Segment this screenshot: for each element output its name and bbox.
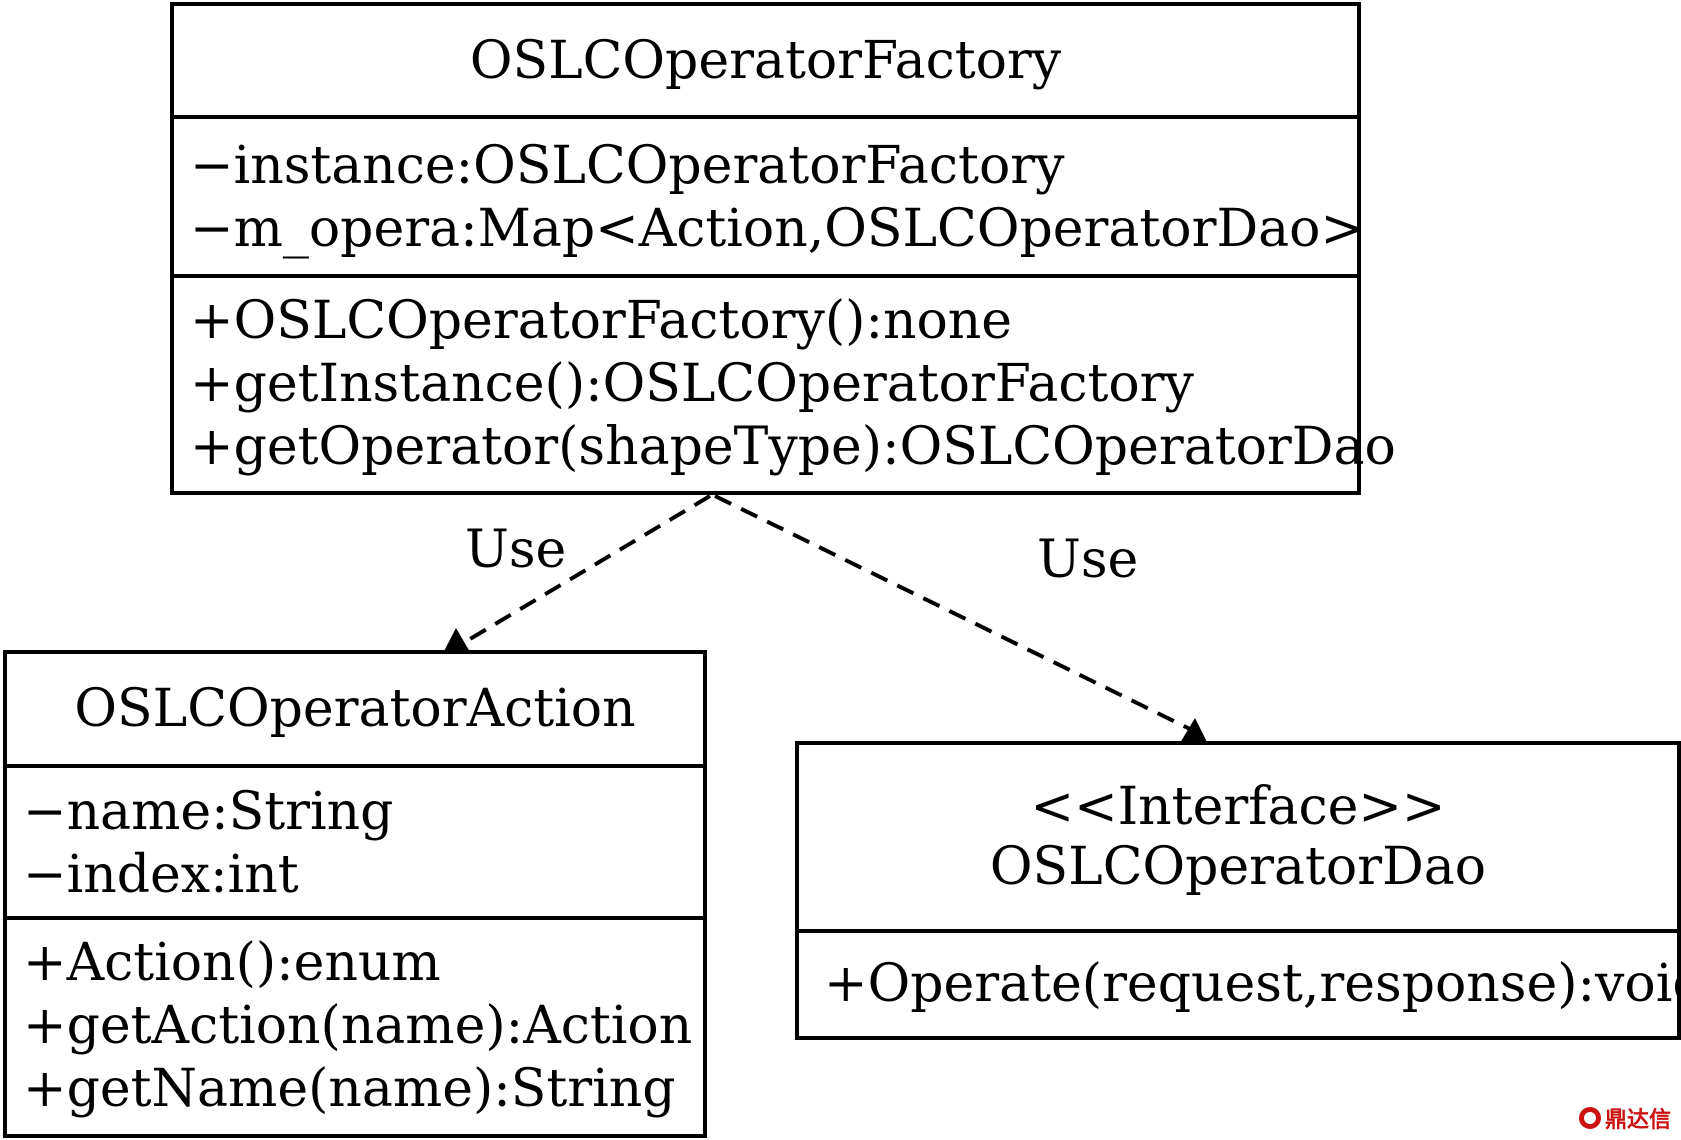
attributes-section: −instance:OSLCOperatorFactory −m_opera:M… [174,115,1365,274]
method-line: +getInstance():OSLCOperatorFactory [190,354,1194,414]
use-line-to-dao [714,494,1193,732]
methods-section: +Operate(request,response):void [799,929,1681,1016]
method-line: +OSLCOperatorFactory():none [190,291,1013,351]
arrowhead-to-action [442,628,470,655]
relation-label-use-action: Use [465,520,567,580]
method-line: +getName(name):String [23,1059,676,1119]
method-line: +Operate(request,response):void [824,954,1681,1014]
methods-section: +Action():enum +getAction(name):Action +… [7,916,703,1121]
attribute-line: −m_opera:Map<Action,OSLCOperatorDao> [190,199,1365,259]
class-oslc-operator-action: OSLCOperatorAction −name:String −index:i… [3,650,707,1138]
method-line: +getOperator(shapeType):OSLCOperatorDao [190,417,1396,477]
attribute-line: −instance:OSLCOperatorFactory [190,136,1065,196]
class-oslc-operator-factory: OSLCOperatorFactory −instance:OSLCOperat… [170,2,1396,495]
relation-label-use-dao: Use [1037,530,1139,590]
attributes-section: −name:String −index:int [7,764,703,916]
class-name: OSLCOperatorFactory [469,30,1062,91]
attribute-line: −index:int [23,845,299,905]
stereotype-label: <<Interface>> [1030,777,1446,837]
method-line: +getAction(name):Action [23,996,693,1056]
methods-section: +OSLCOperatorFactory():none +getInstance… [174,274,1396,479]
class-name: OSLCOperatorAction [74,679,636,739]
class-name: OSLCOperatorDao [989,837,1487,897]
use-arrow-to-dao [714,494,1207,743]
use-arrow-to-action [442,494,712,655]
attribute-line: −name:String [23,782,394,842]
watermark: 鼎达信 [1578,1102,1671,1134]
watermark-text: 鼎达信 [1604,1108,1671,1133]
class-name-section: <<Interface>> OSLCOperatorDao [799,745,1677,929]
class-name-section: OSLCOperatorFactory [174,6,1357,115]
use-line-to-action [458,494,712,647]
class-name-section: OSLCOperatorAction [7,654,703,764]
method-line: +Action():enum [23,933,441,993]
arrowhead-to-dao [1180,718,1207,743]
watermark-logo-icon [1578,1107,1601,1129]
interface-oslc-operator-dao: <<Interface>> OSLCOperatorDao +Operate(r… [795,741,1681,1040]
